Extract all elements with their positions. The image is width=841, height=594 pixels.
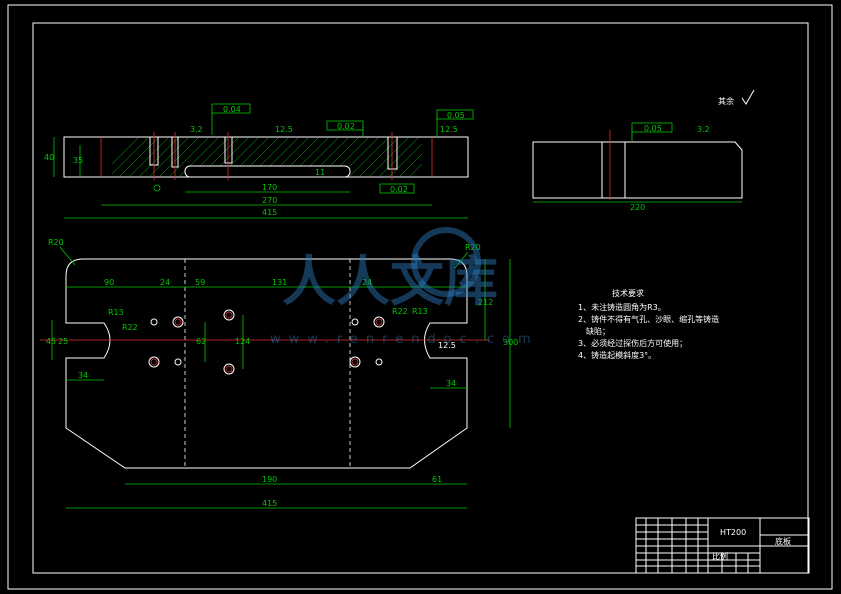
dim-plan-300: 300 xyxy=(503,338,518,347)
watermark-text-en: www.renrendoc.com xyxy=(270,332,539,347)
dim-front-170: 170 xyxy=(262,183,277,192)
radius-r13-left: R13 xyxy=(108,308,124,317)
dim-plan-61: 61 xyxy=(432,475,442,484)
dim-plan-190: 190 xyxy=(262,475,277,484)
roughness-note: 其余 xyxy=(718,96,734,106)
roughness-plan: 12.5 xyxy=(438,341,456,350)
dim-front-40: 40 xyxy=(44,153,54,162)
dim-plan-124: 124 xyxy=(235,337,250,346)
roughness-front-2: 12.5 xyxy=(275,125,293,134)
title-block-material: HT200 xyxy=(720,528,746,537)
dim-plan-131: 131 xyxy=(272,278,287,287)
title-block-stamp: 比例 xyxy=(712,551,728,561)
tolerance-frame-2: 0.02 xyxy=(326,120,364,137)
tech-requirement-2-cont: 缺陷； xyxy=(586,326,610,336)
dim-side-width: 220 xyxy=(630,203,645,212)
dim-plan-34-right: 34 xyxy=(446,379,456,388)
tolerance-frame-side: 0.05 xyxy=(631,122,673,142)
mounting-holes xyxy=(148,309,385,375)
dim-plan-212: 212 xyxy=(478,298,493,307)
tech-requirement-4: 4、铸造起模斜度3°。 xyxy=(578,350,656,360)
watermark-text-cn: 人人文库 xyxy=(282,250,498,313)
radius-r13-right: R13 xyxy=(412,307,428,316)
radius-r22-right: R22 xyxy=(392,307,408,316)
tolerance-frame-4: 0.02 xyxy=(379,183,415,194)
plan-view-outline xyxy=(65,258,468,469)
front-view: 415 270 170 40 35 11 3.2 12.5 12.5 0.04 … xyxy=(44,103,474,219)
dim-plan-34-left: 34 xyxy=(78,371,88,380)
dim-plan-24-b: 24 xyxy=(362,278,372,287)
dim-front-415: 415 xyxy=(262,208,277,217)
dim-front-270: 270 xyxy=(262,196,277,205)
tech-requirements-heading: 技术要求 xyxy=(612,288,644,298)
dim-front-11: 11 xyxy=(315,168,325,177)
dim-plan-25: 25 xyxy=(58,337,68,346)
svg-text:0.05: 0.05 xyxy=(447,111,465,120)
title-block-part-name: 底板 xyxy=(775,536,791,546)
tech-requirement-2: 2、铸件不得有气孔、沙眼、缩孔等铸造 xyxy=(578,314,719,324)
inner-frame xyxy=(32,22,809,574)
radius-r20-left: R20 xyxy=(48,238,64,247)
tolerance-frame-3: 0.05 xyxy=(436,109,474,137)
section-hatching xyxy=(112,138,422,178)
radius-r22-left: R22 xyxy=(122,323,138,332)
dim-front-35: 35 xyxy=(73,156,83,165)
dim-plan-24-a: 24 xyxy=(160,278,170,287)
dim-plan-415: 415 xyxy=(262,499,277,508)
svg-text:0.04: 0.04 xyxy=(223,105,241,114)
side-view: 220 0.05 3.2 其余 xyxy=(532,89,755,212)
watermark: 人人文库 www.renrendoc.com xyxy=(270,227,539,347)
svg-text:0.02: 0.02 xyxy=(390,185,408,194)
side-view-outline xyxy=(532,141,743,199)
roughness-front-3: 12.5 xyxy=(440,125,458,134)
dim-plan-59: 59 xyxy=(195,278,205,287)
svg-text:0.05: 0.05 xyxy=(644,124,662,133)
dim-plan-90: 90 xyxy=(104,278,114,287)
tolerance-frame-1: 0.04 xyxy=(211,103,251,135)
roughness-side: 3.2 xyxy=(697,125,710,134)
tech-requirement-1: 1、未注铸造圆角为R3。 xyxy=(578,302,666,312)
roughness-front-1: 3.2 xyxy=(190,125,203,134)
radius-r20-right: R20 xyxy=(465,243,481,252)
plan-view: 90 24 59 131 24 190 61 415 34 34 45 25 6… xyxy=(40,238,518,509)
outer-frame xyxy=(7,4,833,590)
title-block: HT200 底板 比例 xyxy=(635,517,810,574)
tech-requirements: 技术要求 1、未注铸造圆角为R3。 2、铸件不得有气孔、沙眼、缩孔等铸造 缺陷；… xyxy=(578,288,719,360)
svg-text:0.02: 0.02 xyxy=(337,122,355,131)
dim-plan-45: 45 xyxy=(46,337,56,346)
dim-plan-62: 62 xyxy=(196,337,206,346)
tech-requirement-3: 3、必须经过探伤后方可使用； xyxy=(578,338,687,348)
roughness-symbol-icon xyxy=(741,89,755,105)
